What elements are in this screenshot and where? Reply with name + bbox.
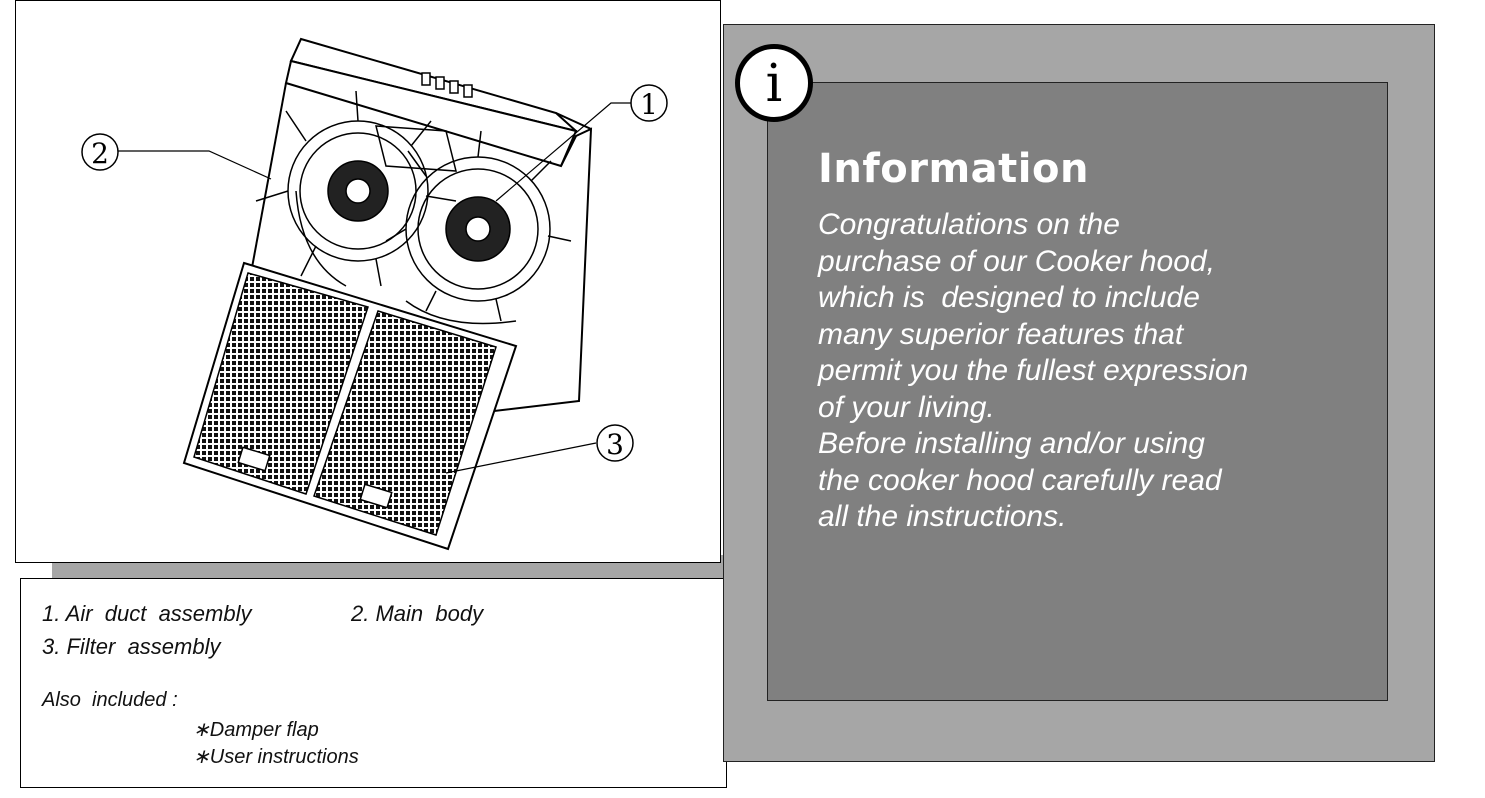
leader-lines [118,102,631,474]
information-body: Congratulations on the purchase of our C… [818,207,1338,536]
callout-3-label: 3 [606,428,624,461]
cooker-hood-diagram: 1 2 3 [15,0,721,563]
fan-left [255,90,457,287]
legend-item-main-body: 2. Main body [351,601,484,626]
parts-legend: 1. Air duct assembly 2. Main body 3. Fil… [20,578,727,788]
callout-2-label: 2 [91,137,109,170]
extra-damper-flap: ∗Damper flap [193,719,319,741]
info-icon: i [735,44,813,122]
cooker-hood-drawing: 1 2 3 [81,37,668,551]
control-buttons [421,72,473,98]
fan-right [385,130,572,322]
info-line: purchase of our Cooker hood, [818,244,1215,278]
callout-1-label: 1 [640,88,658,121]
also-included-label: Also included : [42,689,178,711]
info-line: Congratulations on the [818,208,1120,241]
info-line: the cooker hood carefully read [818,463,1222,497]
info-line: permit you the fullest expression [818,354,1249,387]
callout-3: 3 [596,424,634,462]
info-line: Before installing and/or using [818,427,1205,460]
information-heading: Information [818,146,1089,192]
info-line: which is designed to include [818,281,1200,314]
inner-housing [295,125,517,325]
main-body-outline [243,37,593,412]
info-line: all the instructions. [818,500,1067,533]
information-content-box [767,82,1388,701]
legend-item-filter: 3. Filter assembly [42,634,221,659]
callout-1: 1 [630,84,668,122]
filter-assembly [182,261,518,551]
info-line: of your living. [818,390,995,424]
extra-user-instructions: ∗User instructions [193,746,359,768]
info-line: many superior features that [818,317,1184,351]
callout-2: 2 [81,133,119,171]
info-icon-glyph: i [765,54,783,114]
legend-item-air-duct: 1. Air duct assembly [42,601,252,626]
